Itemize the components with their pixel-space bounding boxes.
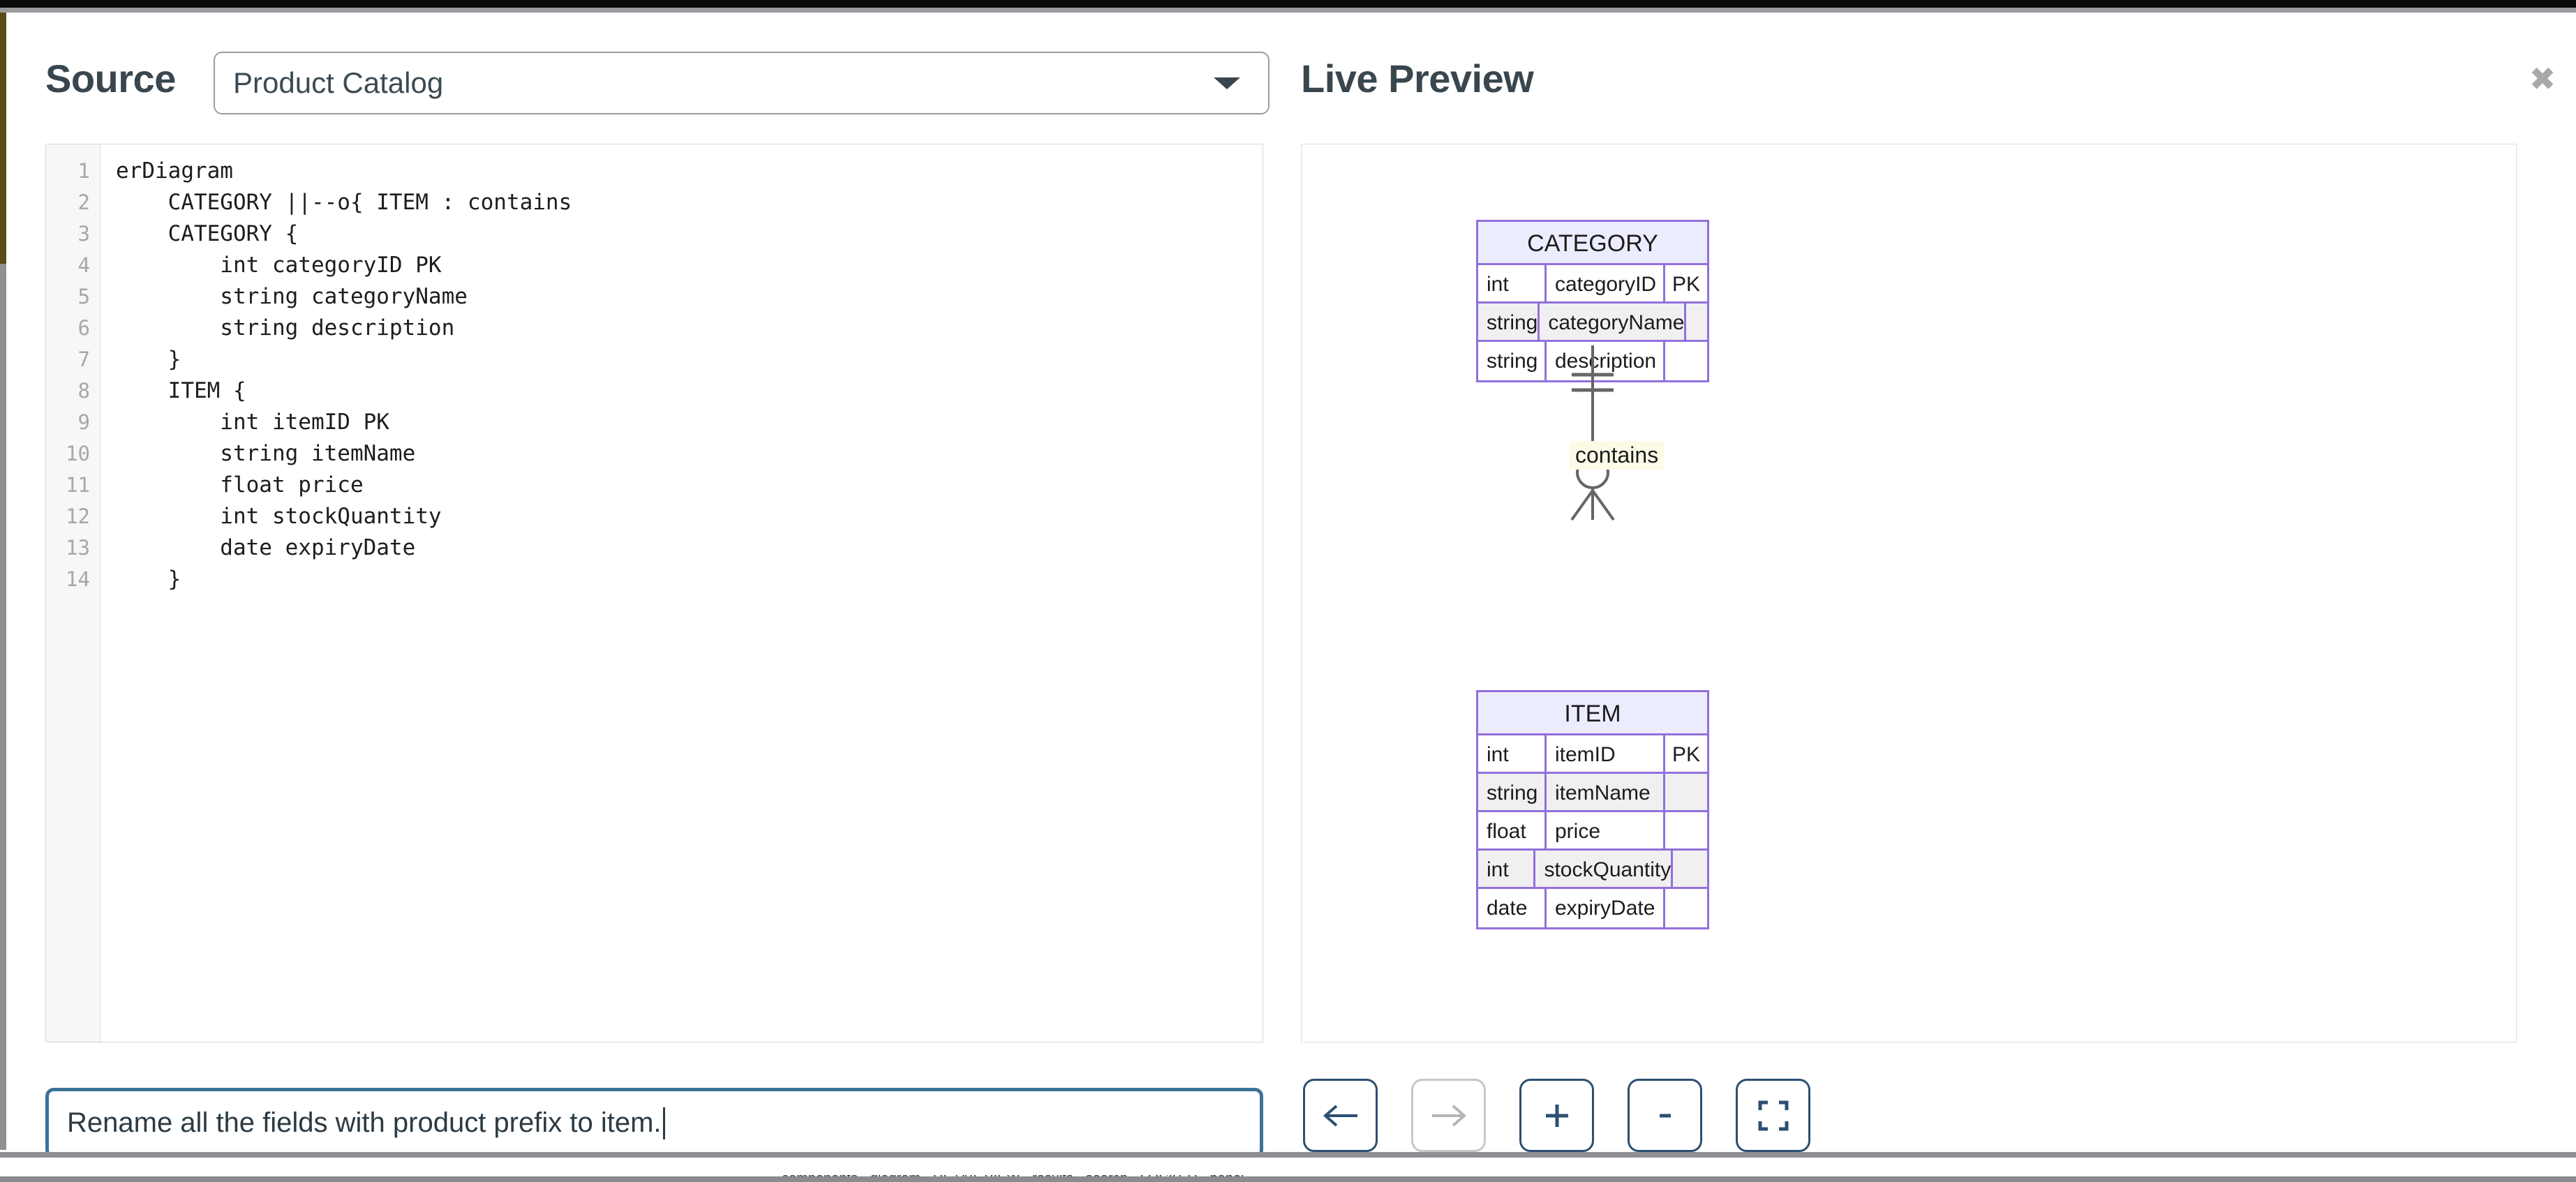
er-attribute-type: float bbox=[1478, 812, 1547, 848]
er-attribute-row: float price bbox=[1478, 812, 1707, 851]
preview-panel-title: Live Preview bbox=[1301, 57, 1534, 100]
zoom-out-button[interactable] bbox=[1628, 1079, 1702, 1152]
line-number: 2 bbox=[77, 190, 90, 214]
preview-toolbar bbox=[1303, 1079, 1810, 1165]
source-preview-modal: Source Product Catalog Live Preview ✖ 1 … bbox=[6, 13, 2570, 1158]
window-top-divider bbox=[0, 8, 2576, 13]
er-attribute-name: itemID bbox=[1547, 735, 1665, 772]
viewport-bottom-edge bbox=[0, 1176, 2576, 1182]
er-entity-item[interactable]: ITEM int itemID PK string itemName float… bbox=[1476, 690, 1709, 929]
er-entity-category[interactable]: CATEGORY int categoryID PK string catego… bbox=[1476, 220, 1709, 382]
er-relationship-connector bbox=[1570, 345, 1615, 521]
code-line: } bbox=[116, 347, 181, 372]
line-number: 4 bbox=[77, 253, 90, 277]
line-number: 12 bbox=[66, 504, 90, 528]
browser-top-bar bbox=[0, 0, 2576, 8]
line-number: 8 bbox=[77, 379, 90, 403]
er-attribute-name: price bbox=[1547, 812, 1665, 848]
er-relationship-label: contains bbox=[1570, 441, 1665, 470]
line-number: 6 bbox=[77, 316, 90, 340]
code-line: CATEGORY ||--o{ ITEM : contains bbox=[116, 190, 572, 215]
er-attribute-type: int bbox=[1478, 265, 1547, 301]
code-line: erDiagram bbox=[116, 158, 233, 184]
close-icon[interactable]: ✖ bbox=[2529, 60, 2556, 98]
er-attribute-row: string itemName bbox=[1478, 774, 1707, 812]
window-bottom-divider bbox=[0, 1152, 2576, 1158]
line-number: 10 bbox=[66, 442, 90, 465]
er-attribute-name: expiryDate bbox=[1547, 889, 1665, 927]
live-preview-canvas[interactable]: CATEGORY int categoryID PK string catego… bbox=[1301, 144, 2517, 1042]
er-attribute-name: itemName bbox=[1547, 774, 1665, 810]
er-attribute-row: int itemID PK bbox=[1478, 735, 1707, 774]
code-line: string description bbox=[116, 315, 455, 341]
er-attribute-type: int bbox=[1478, 851, 1536, 887]
code-line: int stockQuantity bbox=[116, 504, 442, 529]
line-number: 13 bbox=[66, 536, 90, 560]
er-attribute-key: PK bbox=[1672, 273, 1701, 296]
plus-icon bbox=[1545, 1104, 1568, 1127]
prompt-input[interactable]: Rename all the fields with product prefi… bbox=[45, 1088, 1263, 1158]
code-line: ITEM { bbox=[116, 378, 246, 403]
er-attribute-type: int bbox=[1478, 735, 1547, 772]
line-number: 1 bbox=[77, 159, 90, 183]
er-attribute-type: string bbox=[1478, 342, 1547, 380]
er-attribute-row: string description bbox=[1478, 342, 1707, 380]
er-entity-title: CATEGORY bbox=[1478, 222, 1707, 265]
line-number: 11 bbox=[66, 473, 90, 497]
code-line: } bbox=[116, 567, 181, 592]
zoom-in-button[interactable] bbox=[1519, 1079, 1594, 1152]
er-attribute-type: string bbox=[1478, 304, 1540, 340]
code-line: date expiryDate bbox=[116, 535, 416, 560]
text-cursor bbox=[662, 1107, 665, 1139]
er-attribute-key bbox=[1665, 812, 1707, 848]
fit-screen-icon bbox=[1758, 1100, 1788, 1130]
minus-icon bbox=[1659, 1114, 1671, 1117]
code-line: string itemName bbox=[116, 441, 416, 466]
er-attribute-name: categoryID bbox=[1547, 265, 1665, 301]
line-number: 5 bbox=[77, 285, 90, 308]
left-edge-accent bbox=[0, 13, 6, 264]
er-attribute-key bbox=[1665, 889, 1707, 927]
source-code-editor[interactable]: 1 2 3 4 5 6 7 8 9 10 11 12 13 14 erDiagr… bbox=[45, 144, 1263, 1042]
code-line: float price bbox=[116, 472, 364, 498]
er-attribute-name: stockQuantity bbox=[1535, 851, 1674, 887]
er-attribute-key bbox=[1686, 304, 1707, 340]
er-attribute-name: description bbox=[1547, 342, 1665, 380]
er-attribute-row: date expiryDate bbox=[1478, 889, 1707, 927]
chevron-down-icon bbox=[1214, 77, 1240, 89]
er-attribute-row: int stockQuantity bbox=[1478, 851, 1707, 889]
er-attribute-row: string categoryName bbox=[1478, 304, 1707, 342]
project-select[interactable]: Product Catalog bbox=[214, 52, 1270, 114]
line-number-gutter: 1 2 3 4 5 6 7 8 9 10 11 12 13 14 bbox=[46, 144, 100, 1042]
arrow-left-icon bbox=[1323, 1104, 1357, 1127]
er-attribute-name: categoryName bbox=[1540, 304, 1687, 340]
code-line: CATEGORY { bbox=[116, 221, 299, 246]
code-line: string categoryName bbox=[116, 284, 468, 309]
er-attribute-key bbox=[1673, 851, 1707, 887]
arrow-right-icon bbox=[1431, 1104, 1466, 1127]
fit-screen-button[interactable] bbox=[1736, 1079, 1810, 1152]
line-number: 7 bbox=[77, 347, 90, 371]
code-line: int itemID PK bbox=[116, 410, 389, 435]
redo-button[interactable] bbox=[1411, 1079, 1486, 1152]
left-edge-gutter bbox=[0, 264, 6, 1150]
er-entity-title: ITEM bbox=[1478, 692, 1707, 735]
line-number: 3 bbox=[77, 222, 90, 246]
er-attribute-row: int categoryID PK bbox=[1478, 265, 1707, 304]
line-number: 14 bbox=[66, 567, 90, 591]
undo-button[interactable] bbox=[1303, 1079, 1378, 1152]
source-panel-title: Source bbox=[45, 57, 176, 100]
er-attribute-type: date bbox=[1478, 889, 1547, 927]
code-line: int categoryID PK bbox=[116, 253, 442, 278]
er-attribute-type: string bbox=[1478, 774, 1547, 810]
er-attribute-key: PK bbox=[1672, 743, 1701, 766]
project-select-value: Product Catalog bbox=[233, 66, 444, 99]
line-number: 9 bbox=[77, 410, 90, 434]
code-text-area[interactable]: erDiagram CATEGORY ||--o{ ITEM : contain… bbox=[100, 144, 1263, 1042]
prompt-input-value: Rename all the fields with product prefi… bbox=[67, 1107, 662, 1138]
er-attribute-key bbox=[1665, 774, 1707, 810]
